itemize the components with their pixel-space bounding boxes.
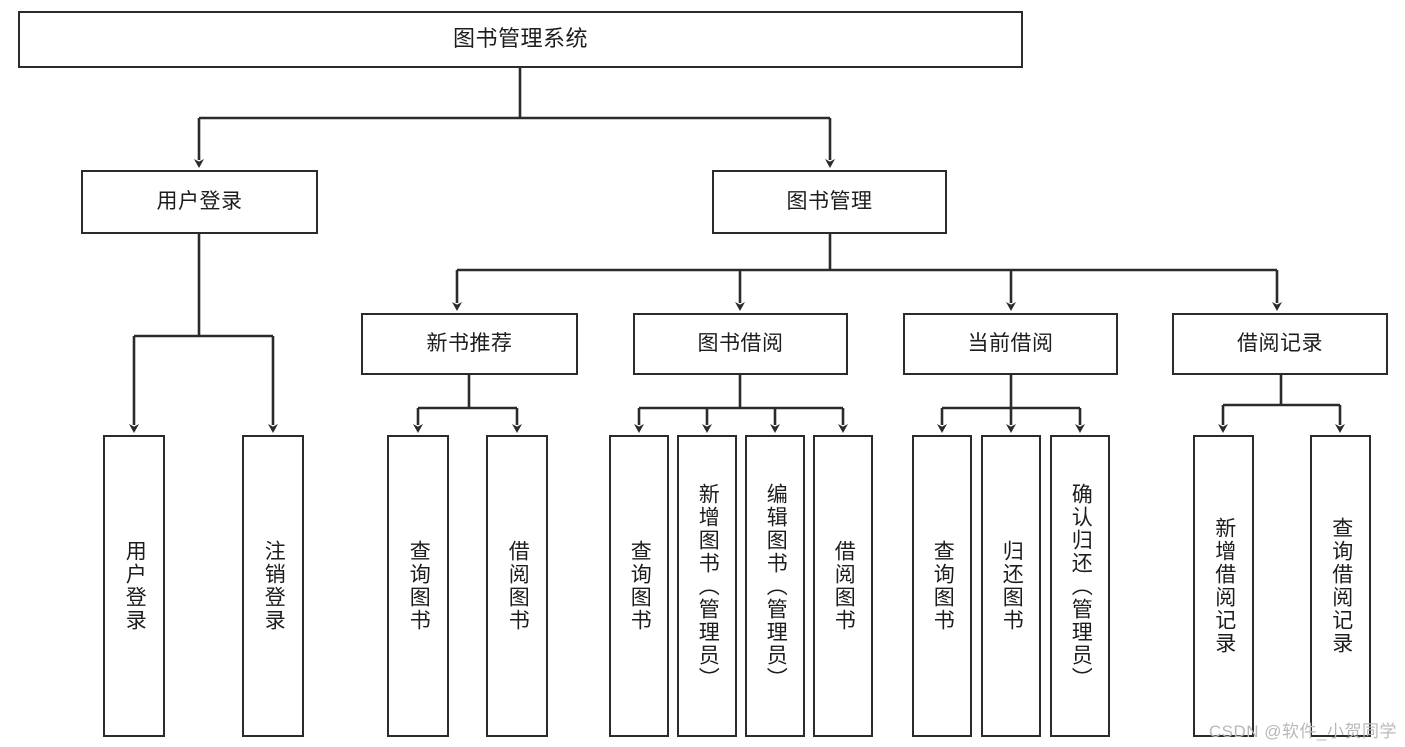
- node-label: 查询图书: [407, 540, 431, 632]
- node-label: 新书推荐: [426, 332, 513, 356]
- leaf-user-login-login[interactable]: 用户登录: [103, 435, 165, 737]
- leaf-borrow-edit-book-admin[interactable]: 编辑图书（管理员）: [745, 435, 805, 737]
- node-label: 图书管理系统: [452, 26, 588, 52]
- node-label: 当前借阅: [967, 332, 1054, 356]
- leaf-current-confirm-return-admin[interactable]: 确认归还（管理员）: [1050, 435, 1110, 737]
- node-book-borrow[interactable]: 图书借阅: [633, 313, 848, 375]
- node-label: 查询图书: [931, 540, 955, 632]
- node-label: 编辑图书（管理员）: [764, 482, 788, 690]
- node-label: 注销登录: [262, 540, 286, 632]
- node-label: 借阅图书: [506, 540, 530, 632]
- node-label: 新增借阅记录: [1212, 517, 1236, 655]
- leaf-record-query-record[interactable]: 查询借阅记录: [1310, 435, 1371, 737]
- leaf-record-add-record[interactable]: 新增借阅记录: [1193, 435, 1254, 737]
- leaf-current-return-book[interactable]: 归还图书: [981, 435, 1041, 737]
- node-label: 确认归还（管理员）: [1069, 482, 1093, 690]
- node-current-borrow[interactable]: 当前借阅: [903, 313, 1118, 375]
- leaf-recommend-query-book[interactable]: 查询图书: [387, 435, 449, 737]
- node-user-login[interactable]: 用户登录: [81, 170, 318, 234]
- leaf-borrow-query-book[interactable]: 查询图书: [609, 435, 669, 737]
- node-label: 图书借阅: [697, 332, 784, 356]
- node-label: 归还图书: [1000, 540, 1024, 632]
- leaf-borrow-borrow-book[interactable]: 借阅图书: [813, 435, 873, 737]
- csdn-watermark: CSDN @软件_小贺同学: [1208, 722, 1397, 741]
- node-borrow-record[interactable]: 借阅记录: [1172, 313, 1388, 375]
- node-root-system[interactable]: 图书管理系统: [18, 11, 1023, 68]
- node-label: 查询借阅记录: [1329, 517, 1353, 655]
- node-new-book-recommend[interactable]: 新书推荐: [361, 313, 578, 375]
- node-book-management[interactable]: 图书管理: [712, 170, 947, 234]
- leaf-current-query-book[interactable]: 查询图书: [912, 435, 972, 737]
- node-label: 借阅记录: [1237, 332, 1323, 356]
- node-label: 图书管理: [786, 190, 873, 214]
- leaf-borrow-add-book-admin[interactable]: 新增图书（管理员）: [677, 435, 737, 737]
- node-label: 用户登录: [156, 190, 243, 214]
- node-label: 借阅图书: [832, 540, 856, 632]
- leaf-recommend-borrow-book[interactable]: 借阅图书: [486, 435, 548, 737]
- leaf-user-login-logout[interactable]: 注销登录: [242, 435, 304, 737]
- node-label: 新增图书（管理员）: [696, 482, 720, 690]
- node-label: 用户登录: [123, 540, 147, 632]
- node-label: 查询图书: [628, 540, 652, 632]
